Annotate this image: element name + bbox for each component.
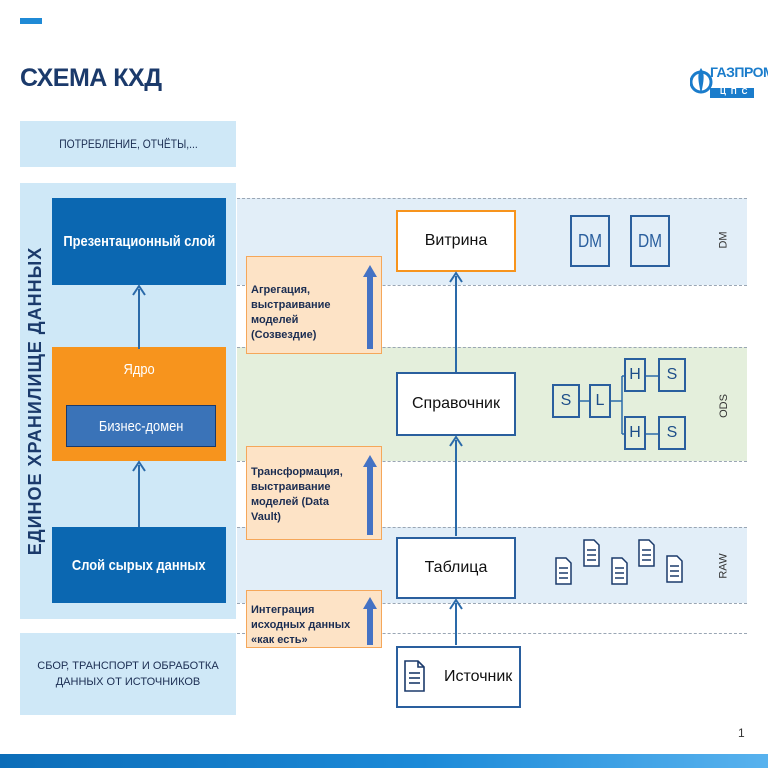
raw-side-label-wrap: RAW — [706, 553, 742, 579]
document-icon — [611, 557, 628, 585]
document-icon — [666, 555, 683, 583]
data-vault-links — [580, 375, 658, 435]
dm-label: DM — [637, 230, 663, 251]
consumption-label-box: ПОТРЕБЛЕНИЕ, ОТЧЁТЫ,... — [20, 121, 236, 167]
istochnik-box: Источник — [396, 646, 521, 708]
spravochnik-box: Справочник — [396, 372, 516, 436]
collection-label: СБОР, ТРАНСПОРТ И ОБРАБОТКА ДАННЫХ ОТ ИС… — [37, 660, 219, 688]
presentation-layer-label: Презентационный слой — [63, 233, 215, 250]
raw-layer-label: Слой сырых данных — [72, 556, 206, 574]
separator-line — [237, 461, 747, 462]
business-domain-box: Бизнес-домен — [66, 405, 216, 447]
business-domain-label: Бизнес-домен — [98, 417, 184, 435]
dm-side-label-wrap: DM — [706, 230, 742, 250]
transformation-box: Трансформация, выстраивание моделей (Dat… — [246, 446, 382, 540]
arrow-spravochnik-to-vitrina — [449, 271, 463, 372]
vitrina-box: Витрина — [396, 210, 516, 272]
aggregation-text: Агрегация, выстраивание моделей (Созвезд… — [251, 284, 331, 341]
transformation-up-arrow — [363, 455, 377, 535]
link-label: L — [595, 392, 605, 409]
collection-label-box: СБОР, ТРАНСПОРТ И ОБРАБОТКА ДАННЫХ ОТ ИС… — [20, 633, 236, 715]
integration-text: Интеграция исходных данных «как есть» — [251, 604, 351, 646]
raw-layer-box: Слой сырых данных — [52, 527, 226, 603]
satellite-node: S — [658, 416, 686, 450]
aggregation-up-arrow — [363, 265, 377, 349]
arrow-tablica-to-spravochnik — [449, 435, 463, 536]
logo-subtext: ЦПС — [720, 87, 753, 96]
document-icon — [638, 539, 655, 567]
document-icon — [555, 557, 572, 585]
hub-node: H — [624, 416, 646, 450]
presentation-layer-box: Презентационный слой — [52, 198, 226, 285]
dwh-vertical-label-wrap: ЕДИНОЕ ХРАНИЛИЩЕ ДАННЫХ — [23, 216, 47, 586]
separator-line — [237, 347, 747, 348]
consumption-label: ПОТРЕБЛЕНИЕ, ОТЧЁТЫ,... — [58, 136, 198, 151]
vitrina-label: Витрина — [424, 232, 488, 249]
link-node: L — [589, 384, 611, 418]
satellite-label: S — [666, 366, 678, 383]
gazprom-logo: ГАЗПРОМ ЦПС — [689, 60, 768, 100]
satellite-label: S — [666, 424, 678, 441]
footer-bar — [0, 754, 768, 768]
integration-up-arrow — [363, 597, 377, 645]
logo-name: ГАЗПРОМ — [710, 64, 768, 80]
dm-box: DM — [570, 215, 610, 267]
integration-box: Интеграция исходных данных «как есть» — [246, 590, 382, 648]
separator-line — [237, 285, 747, 286]
hub-node: H — [624, 358, 646, 392]
dm-side-label: DM — [717, 231, 730, 249]
separator-line — [237, 633, 747, 634]
arrow-raw-to-core — [132, 460, 146, 527]
dm-label: DM — [577, 230, 603, 251]
separator-line — [237, 198, 747, 199]
satellite-node: S — [658, 358, 686, 392]
top-accent-bar — [20, 18, 42, 24]
spravochnik-label: Справочник — [412, 395, 500, 412]
page-title: СХЕМА КХД — [20, 64, 162, 92]
separator-line — [237, 527, 747, 528]
arrow-istochnik-to-tablica — [449, 598, 463, 645]
tablica-label: Таблица — [424, 559, 488, 576]
page-number: 1 — [738, 726, 745, 740]
dwh-vertical-label: ЕДИНОЕ ХРАНИЛИЩЕ ДАННЫХ — [24, 246, 45, 556]
satellite-node: S — [552, 384, 580, 418]
ods-side-label: ODS — [718, 394, 730, 418]
transformation-text: Трансформация, выстраивание моделей (Dat… — [251, 466, 343, 523]
tablica-box: Таблица — [396, 537, 516, 599]
aggregation-box: Агрегация, выстраивание моделей (Созвезд… — [246, 256, 382, 354]
gazprom-flame-icon — [689, 68, 754, 98]
hub-label: H — [629, 366, 641, 383]
satellite-label: S — [560, 392, 572, 409]
raw-side-label: RAW — [717, 553, 730, 579]
core-box: Ядро Бизнес-домен — [52, 347, 226, 461]
separator-line — [237, 603, 747, 604]
document-icon — [583, 539, 600, 567]
document-icon — [404, 660, 425, 692]
istochnik-label: Источник — [444, 668, 513, 685]
ods-side-label-wrap: ODS — [706, 394, 742, 418]
arrow-core-to-presentation — [132, 284, 146, 349]
core-label: Ядро — [123, 360, 155, 378]
hub-label: H — [629, 424, 641, 441]
dm-box: DM — [630, 215, 670, 267]
